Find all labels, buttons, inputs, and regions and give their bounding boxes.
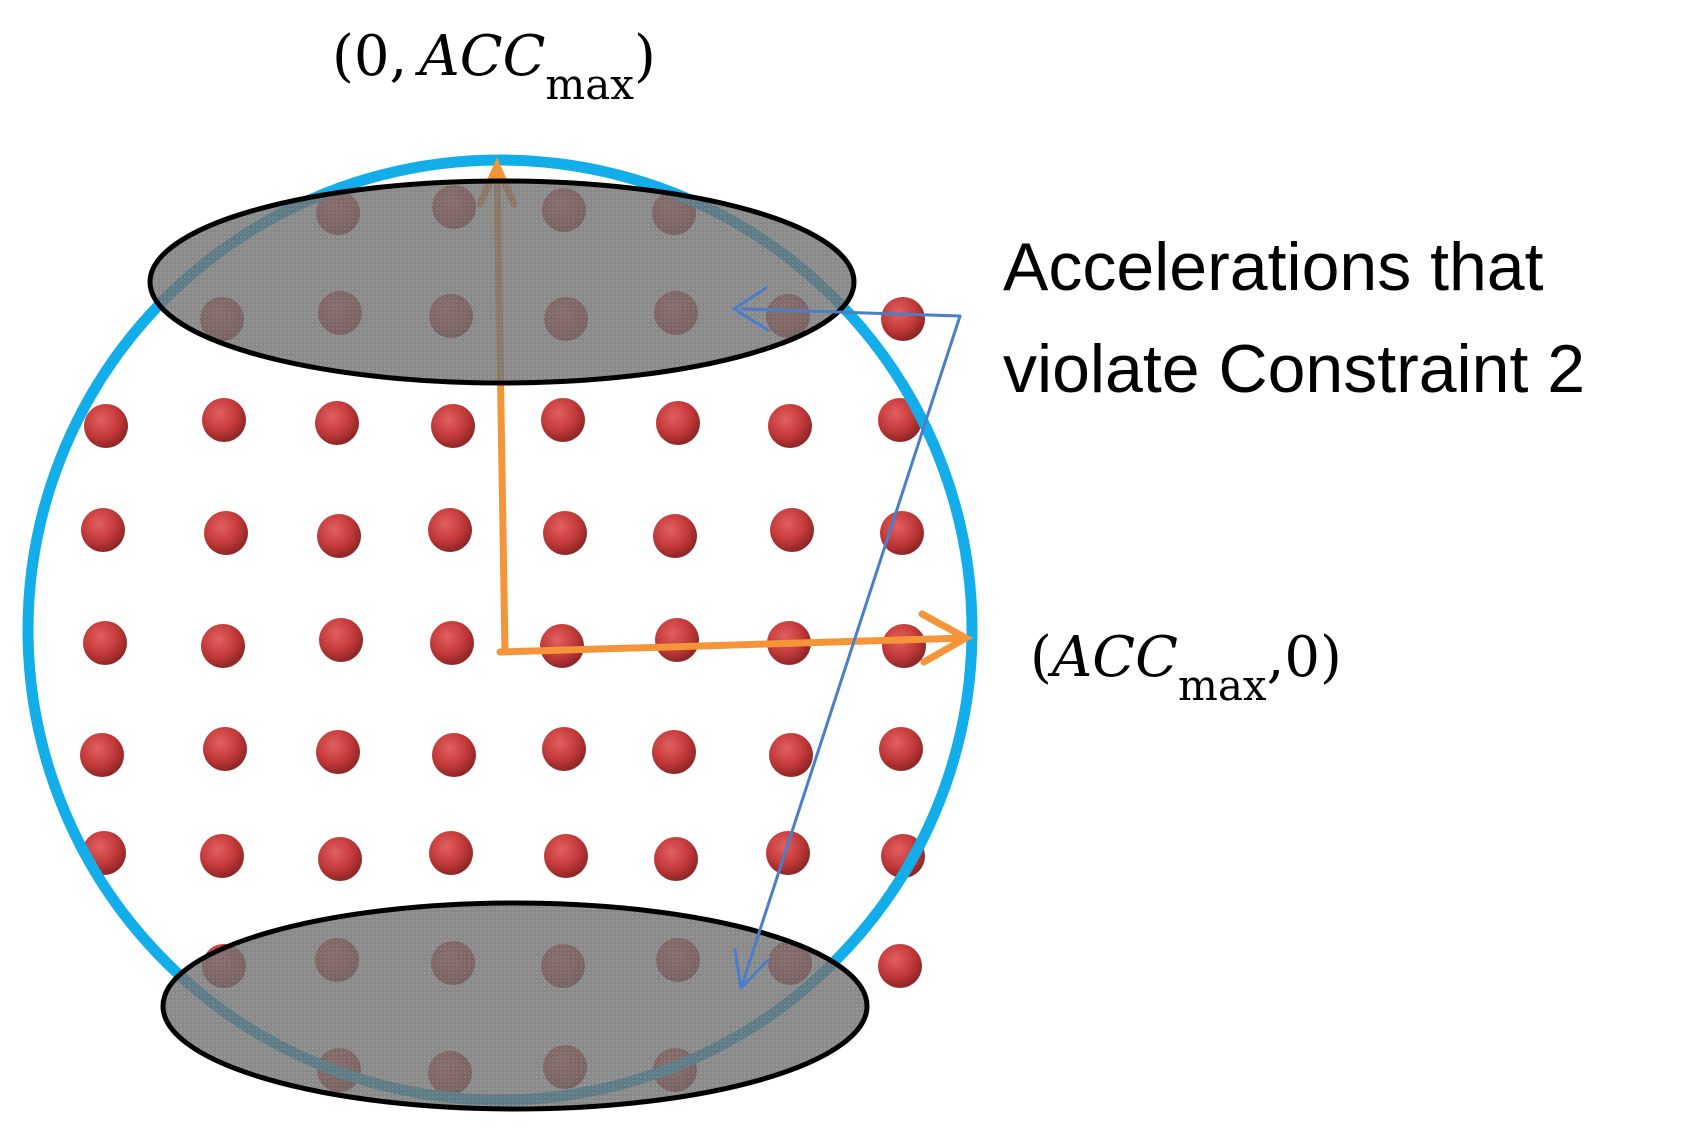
- acceleration-dot: [80, 733, 124, 777]
- top-axis-label: (0,ACCmax): [332, 24, 656, 109]
- acceleration-dot: [880, 511, 924, 555]
- acceleration-dot: [652, 730, 696, 774]
- horizontal-axis-arrowhead: [918, 610, 974, 666]
- right-axis-label: (ACCmax,0): [1030, 625, 1342, 710]
- acceleration-dot: [881, 297, 925, 341]
- acceleration-dot: [540, 624, 584, 668]
- pointer-arrowhead-top: [732, 286, 770, 332]
- acceleration-dot: [315, 401, 359, 445]
- acceleration-dot: [542, 727, 586, 771]
- acceleration-dot: [543, 511, 587, 555]
- acceleration-dot: [768, 404, 812, 448]
- acceleration-dot: [544, 834, 588, 878]
- bottom-violation-ellipse: [160, 900, 870, 1112]
- horizontal-axis: [496, 634, 970, 656]
- acceleration-dot: [319, 618, 363, 662]
- acceleration-dot: [541, 398, 585, 442]
- acceleration-dot: [656, 401, 700, 445]
- acceleration-dot: [202, 398, 246, 442]
- annotation-line-1: Accelerations that: [1003, 229, 1544, 305]
- acceleration-dot: [653, 514, 697, 558]
- acceleration-dot: [84, 404, 128, 448]
- pointer-arrowhead-bottom: [733, 948, 770, 990]
- acceleration-dot: [318, 837, 362, 881]
- acceleration-dot: [428, 508, 472, 552]
- acceleration-dot: [882, 624, 926, 668]
- acceleration-dot: [766, 831, 810, 875]
- acceleration-dot: [317, 514, 361, 558]
- acceleration-dot: [81, 508, 125, 552]
- acceleration-dot: [316, 730, 360, 774]
- acceleration-dot: [429, 831, 473, 875]
- acceleration-dot: [204, 511, 248, 555]
- annotation-line-2: violate Constraint 2: [1003, 331, 1585, 407]
- acceleration-dot: [770, 508, 814, 552]
- acceleration-dot: [201, 624, 245, 668]
- acceleration-dot: [83, 621, 127, 665]
- acceleration-dot: [203, 727, 247, 771]
- acceleration-dot: [879, 727, 923, 771]
- pointer-line: [740, 307, 962, 987]
- acceleration-dot: [432, 733, 476, 777]
- acceleration-dot: [878, 944, 922, 988]
- acceleration-dot: [769, 733, 813, 777]
- acceleration-dot: [655, 618, 699, 662]
- top-violation-ellipse: [147, 178, 857, 386]
- acceleration-dot: [430, 621, 474, 665]
- pointer-arrows: [732, 286, 962, 990]
- acceleration-dot: [654, 837, 698, 881]
- acceleration-dot: [431, 404, 475, 448]
- acceleration-dot: [200, 834, 244, 878]
